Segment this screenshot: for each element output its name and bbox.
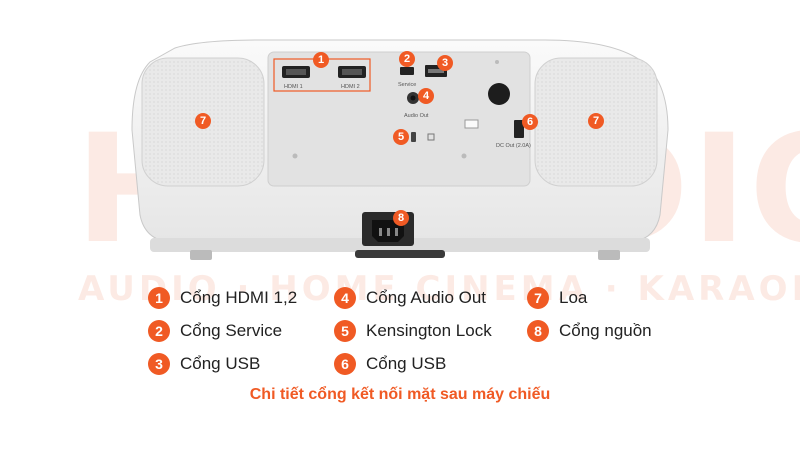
legend-item-8: 8 Cổng nguồn <box>527 320 652 342</box>
legend-number: 5 <box>334 320 356 342</box>
legend-item-1: 1 Cổng HDMI 1,2 <box>148 287 297 309</box>
foot <box>355 250 445 258</box>
legend-item-6: 6 Cổng USB <box>334 353 446 375</box>
callout-3: 3 <box>437 55 453 71</box>
callout-5: 5 <box>393 129 409 145</box>
legend-number: 3 <box>148 353 170 375</box>
legend-number: 6 <box>334 353 356 375</box>
legend-number: 7 <box>527 287 549 309</box>
callout-1: 1 <box>313 52 329 68</box>
callout-2: 2 <box>399 51 415 67</box>
callout-8: 8 <box>393 210 409 226</box>
dc-out-port <box>514 120 524 138</box>
callout-7-right: 7 <box>588 113 604 129</box>
hdmi2-label: HDMI 2 <box>341 84 360 90</box>
callout-6: 6 <box>522 114 538 130</box>
callout-4: 4 <box>418 88 434 104</box>
legend-label: Cổng nguồn <box>559 321 652 340</box>
legend-label: Cổng Service <box>180 321 283 340</box>
callout-7-left: 7 <box>195 113 211 129</box>
service-label: Service <box>398 82 417 88</box>
legend-label: Kensington Lock <box>366 321 492 340</box>
legend-item-4: 4 Cổng Audio Out <box>334 287 486 309</box>
legend-item-5: 5 Kensington Lock <box>334 320 492 342</box>
legend-number: 2 <box>148 320 170 342</box>
legend-item-3: 3 Cổng USB <box>148 353 260 375</box>
legend-item-7: 7 Loa <box>527 287 587 309</box>
legend-item-2: 2 Cổng Service <box>148 320 282 342</box>
foot-left <box>190 250 212 260</box>
legend-label: Cổng HDMI 1,2 <box>180 288 298 307</box>
legend-label: Cổng USB <box>180 354 261 373</box>
service-port <box>400 67 414 75</box>
rs232-hole <box>488 83 510 105</box>
watermark-tagline: AUDIO · HOME CINEMA · KARAOKE <box>78 269 800 309</box>
foot-right <box>598 250 620 260</box>
legend-number: 4 <box>334 287 356 309</box>
caption: Chi tiết cổng kết nối mặt sau máy chiếu <box>249 386 551 403</box>
hdmi1-label: HDMI 1 <box>284 84 303 90</box>
legend-label: Cổng Audio Out <box>366 288 487 307</box>
audio-out-label: Audio Out <box>404 113 429 119</box>
legend-number: 8 <box>527 320 549 342</box>
legend-label: Cổng USB <box>366 354 447 373</box>
legend-number: 1 <box>148 287 170 309</box>
dc-out-label: DC Out (2.0A) <box>496 143 531 149</box>
kensington-slot <box>411 132 416 142</box>
legend-label: Loa <box>559 288 588 307</box>
